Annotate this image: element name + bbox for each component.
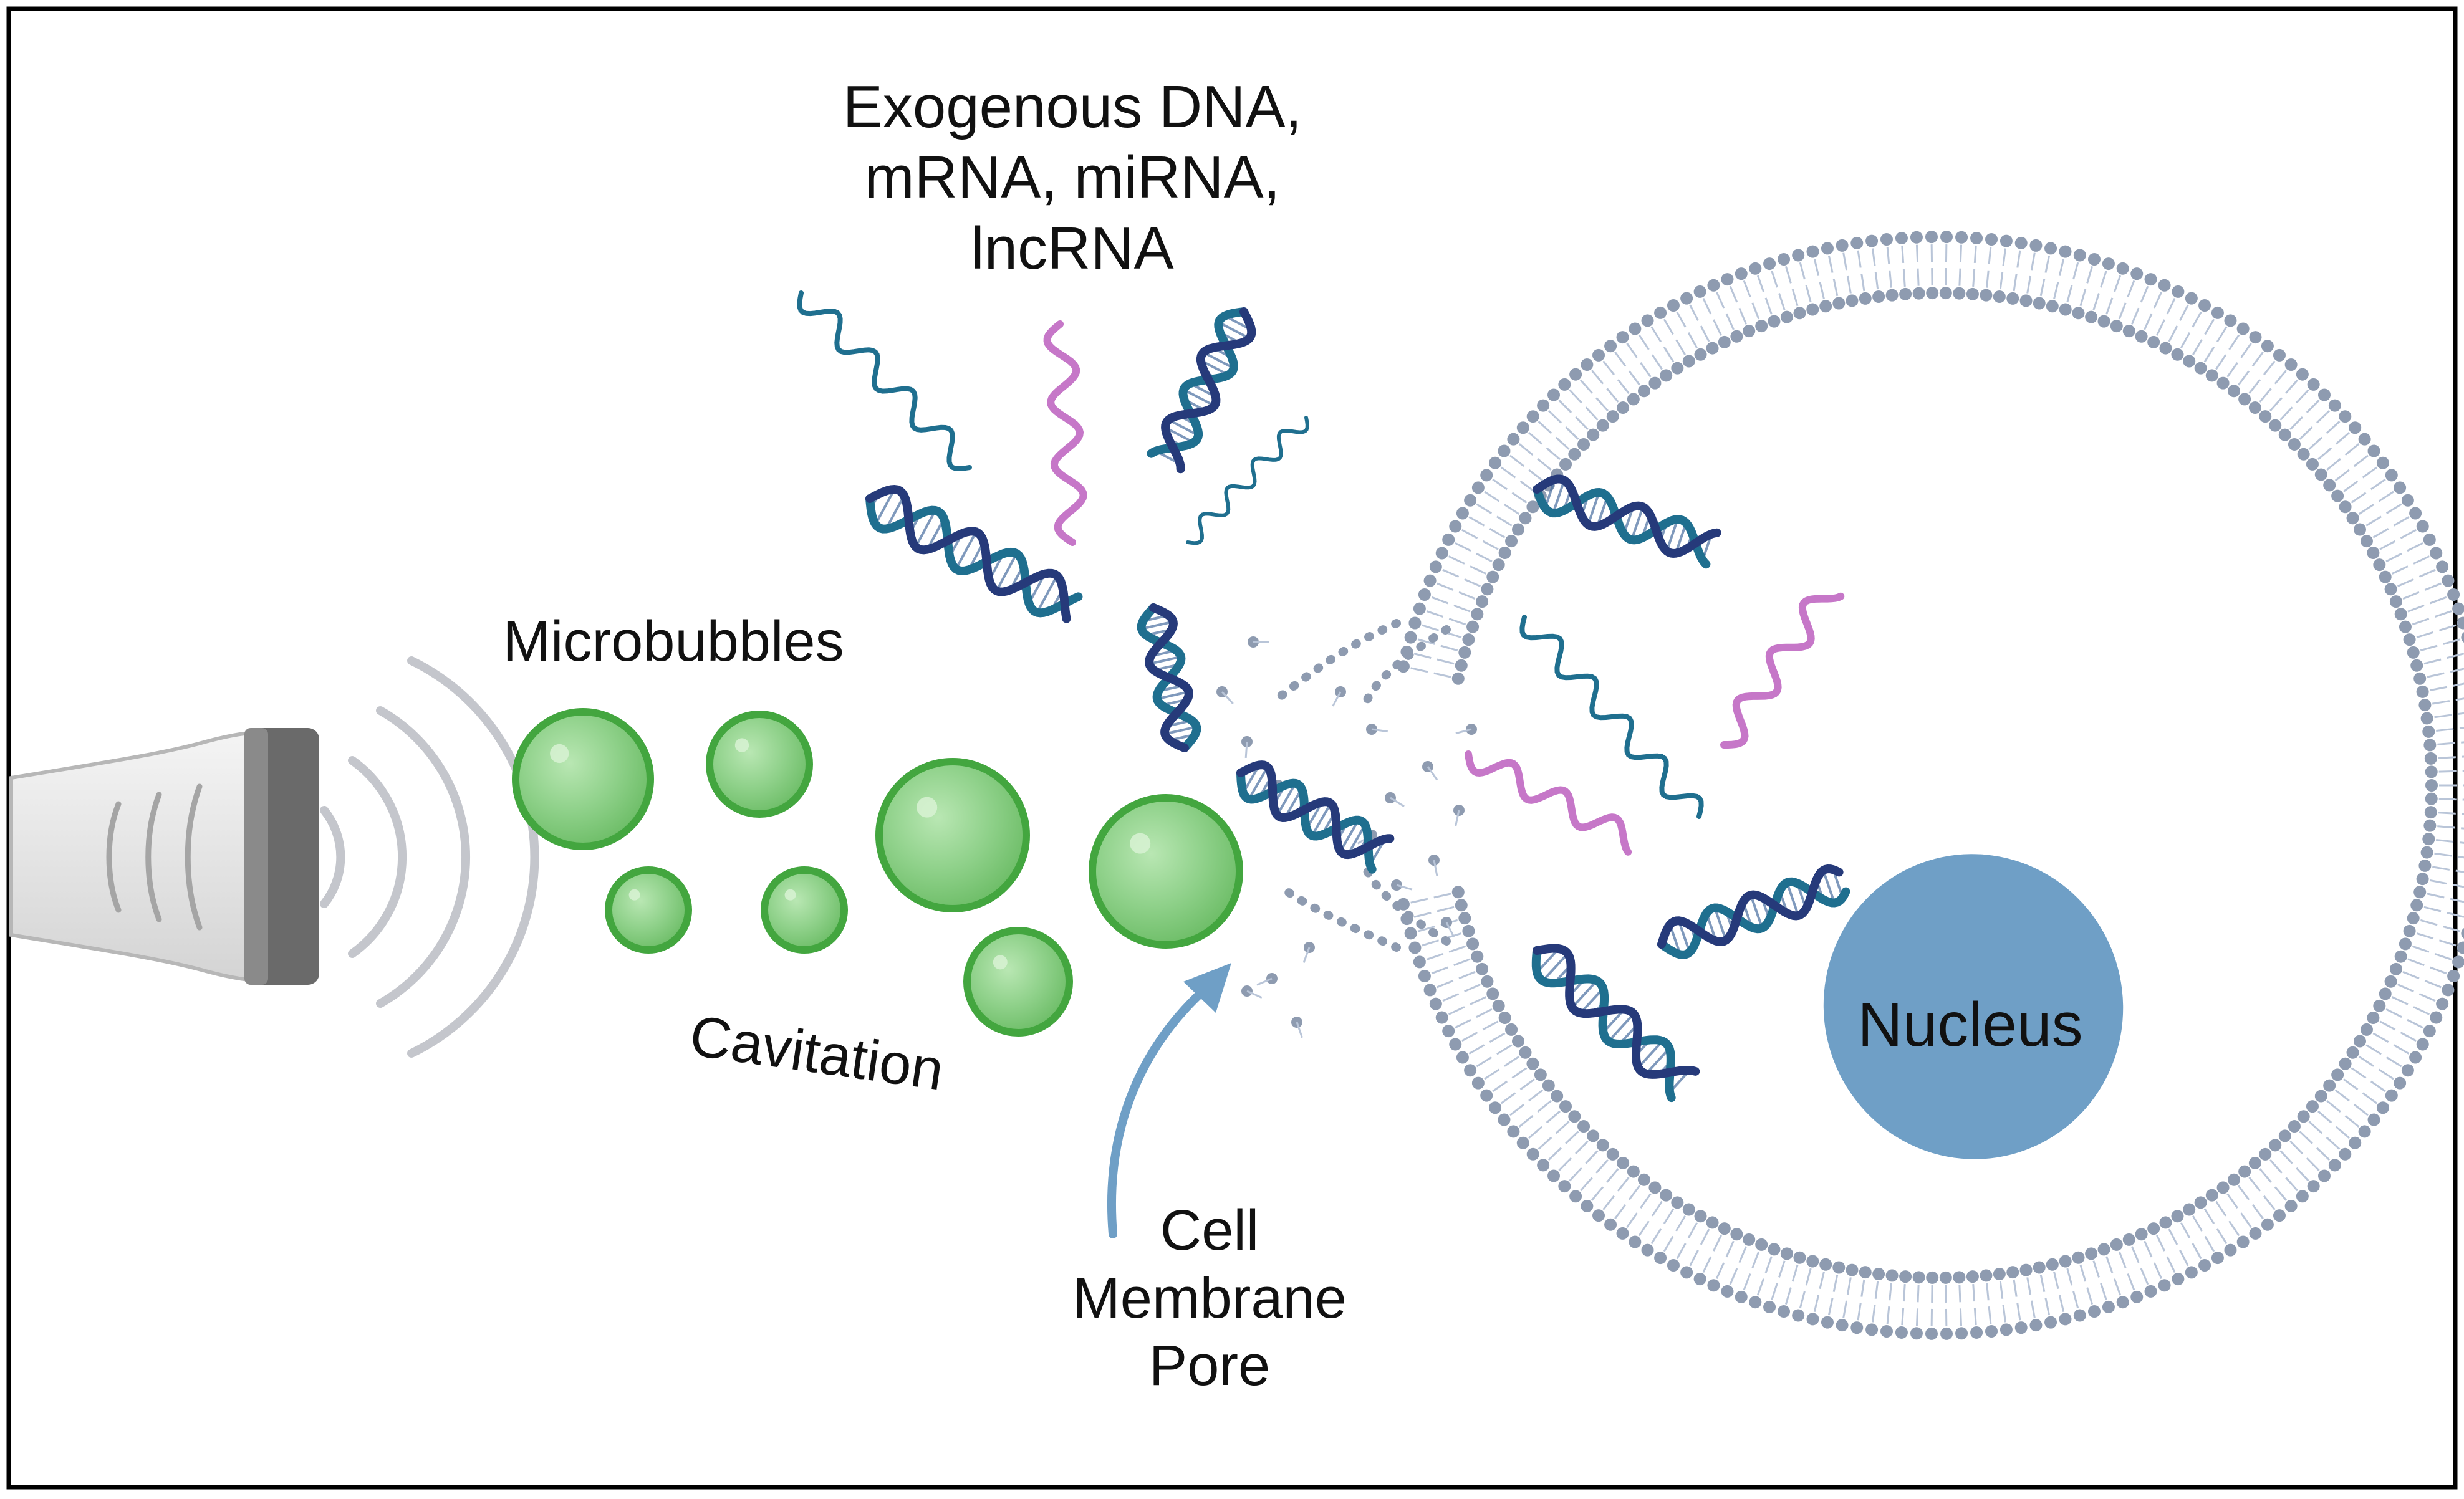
membrane-pore-label: Cell Membrane Pore xyxy=(1023,1197,1397,1400)
nucleus-label: Nucleus xyxy=(1833,988,2107,1061)
nucleic-acids-group xyxy=(799,293,1846,1098)
rna-strand-icon xyxy=(1724,596,1841,745)
rna-strand-icon xyxy=(1188,418,1307,543)
ultrasound-transducer-icon xyxy=(11,728,319,985)
cell-membrane-icon xyxy=(1216,231,2464,1340)
dna-double-helix-icon xyxy=(1142,608,1197,748)
microbubble-icon xyxy=(879,762,1026,909)
dna-double-helix-icon xyxy=(1537,479,1717,565)
microbubble-icon xyxy=(764,870,844,950)
dna-double-helix-icon xyxy=(1662,869,1846,955)
dna-double-helix-icon xyxy=(870,489,1079,619)
rna-strand-icon xyxy=(799,293,970,469)
microbubble-icon xyxy=(710,714,809,814)
rna-strand-icon xyxy=(1522,617,1701,817)
dna-double-helix-icon xyxy=(1536,949,1696,1098)
rna-strand-icon xyxy=(1047,324,1084,542)
microbubble-icon xyxy=(1092,798,1239,945)
dna-double-helix-icon xyxy=(1151,312,1251,469)
dna-double-helix-icon xyxy=(1241,765,1390,869)
microbubbles-label: Microbubbles xyxy=(449,608,898,676)
microbubble-icon xyxy=(967,931,1069,1033)
microbubble-icon xyxy=(516,712,650,846)
pointer-arrow-icon xyxy=(1112,963,1231,1234)
ultrasound-waves-icon xyxy=(324,661,534,1053)
rna-strand-icon xyxy=(1468,754,1628,852)
cargo-label: Exogenous DNA, mRNA, miRNA, lncRNA xyxy=(736,72,1409,284)
microbubble-icon xyxy=(609,870,688,950)
microbubbles-group xyxy=(516,712,1239,1033)
